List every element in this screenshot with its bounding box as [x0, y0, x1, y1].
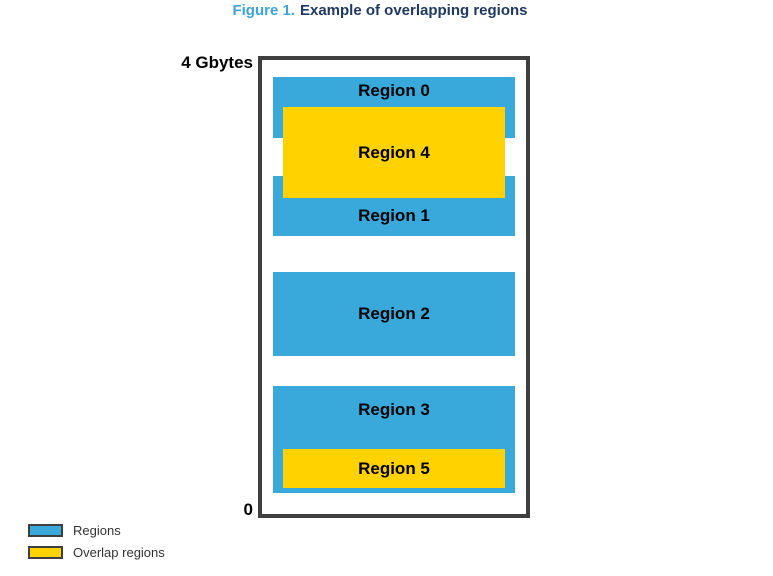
- regions-legend-swatch: [28, 524, 63, 537]
- address-label-bottom: 0: [243, 500, 253, 519]
- region-3-label: Region 3: [358, 400, 430, 419]
- overlap-regions-legend-label: Overlap regions: [73, 545, 165, 560]
- region-2-bar: Region 2: [273, 272, 515, 356]
- region-4-label: Region 4: [358, 142, 430, 162]
- figure-number: Figure 1.: [232, 2, 295, 19]
- figure-title-text: Example of overlapping regions: [299, 2, 528, 19]
- region-5-overlap-bar: Region 5: [283, 449, 505, 488]
- address-label-top: 4 Gbytes: [181, 53, 253, 72]
- figure-title: Figure 1.Example of overlapping regions: [0, 2, 760, 20]
- region-0-label: Region 0: [358, 81, 430, 100]
- region-2-label: Region 2: [358, 304, 430, 323]
- region-1-label: Region 1: [358, 206, 430, 225]
- regions-legend-label: Regions: [73, 523, 121, 538]
- region-5-label: Region 5: [358, 458, 430, 478]
- region-4-overlap-bar: Region 4: [283, 107, 505, 198]
- overlap-regions-legend-swatch: [28, 546, 63, 559]
